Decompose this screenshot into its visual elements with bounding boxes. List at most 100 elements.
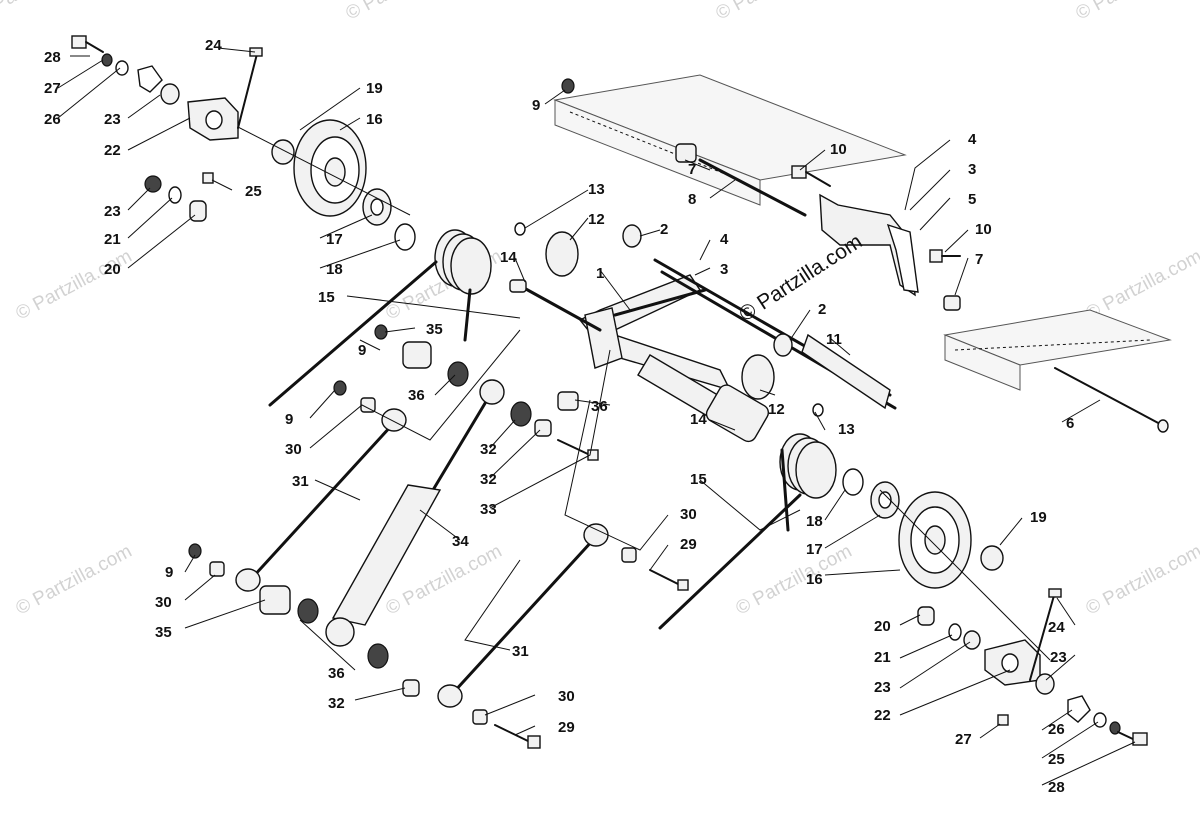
callout-28: 28 xyxy=(44,49,61,66)
watermark-text: © Partzilla.com xyxy=(712,0,835,24)
callout-35: 35 xyxy=(426,321,443,338)
watermark-text: © Partzilla.com xyxy=(1082,541,1200,620)
callout-8: 8 xyxy=(688,191,696,208)
callout-1: 1 xyxy=(596,265,604,282)
callout-31: 31 xyxy=(512,643,529,660)
link-rod-upper xyxy=(235,408,407,592)
callout-22: 22 xyxy=(104,142,121,159)
spacer-32-mid xyxy=(534,419,552,437)
watermark-text: © Partzilla.com xyxy=(732,541,855,620)
axle-tube xyxy=(637,354,770,443)
nut-9-c xyxy=(188,543,202,559)
callout-4: 4 xyxy=(720,231,729,248)
callout-3: 3 xyxy=(968,161,976,178)
circlip-18-left xyxy=(394,223,416,251)
callout-26: 26 xyxy=(44,111,61,128)
adjuster-block-left xyxy=(187,47,263,184)
bushing-36-b xyxy=(510,401,532,427)
callout-13: 13 xyxy=(838,421,855,438)
callout-18: 18 xyxy=(806,513,823,530)
bushing-lower xyxy=(741,354,775,400)
callout-23: 23 xyxy=(104,111,121,128)
circlip-18-right xyxy=(842,468,864,496)
callout-13: 13 xyxy=(588,181,605,198)
callout-3: 3 xyxy=(720,261,728,278)
callout-12: 12 xyxy=(588,211,605,228)
callout-25: 25 xyxy=(1048,751,1065,768)
rear-arm-assembly xyxy=(578,274,732,392)
callout-2: 2 xyxy=(660,221,668,238)
callout-11: 11 xyxy=(826,331,842,348)
nut-9-d xyxy=(561,78,575,94)
upper-slide-rail xyxy=(553,74,907,206)
shock-absorber xyxy=(325,379,505,647)
callout-4: 4 xyxy=(968,131,977,148)
leader-lines xyxy=(57,47,1136,786)
nut-9-b xyxy=(333,380,347,396)
callout-12: 12 xyxy=(768,401,785,418)
callout-7: 7 xyxy=(975,251,983,268)
callout-10: 10 xyxy=(975,221,992,238)
washer-13-lower xyxy=(812,403,824,417)
torsion-spring-right xyxy=(658,433,837,630)
shaft-11 xyxy=(801,333,891,410)
callout-35: 35 xyxy=(155,624,172,641)
bracket-bolt-upper xyxy=(791,165,831,187)
callout-30: 30 xyxy=(680,506,697,523)
callout-5: 5 xyxy=(968,191,976,208)
spacer-35-lower xyxy=(259,585,291,615)
callout-14: 14 xyxy=(500,249,517,266)
bolt-29-lower xyxy=(494,724,541,749)
callout-36: 36 xyxy=(408,387,425,404)
watermark-text: © Partzilla.com xyxy=(12,246,135,325)
callout-21: 21 xyxy=(874,649,891,666)
spacer-30-c xyxy=(621,547,637,563)
callout-9: 9 xyxy=(532,97,540,114)
callout-16: 16 xyxy=(806,571,823,588)
callout-30: 30 xyxy=(285,441,302,458)
callout-32: 32 xyxy=(328,695,345,712)
callout-20: 20 xyxy=(874,618,891,635)
spacer-32-top xyxy=(557,391,579,411)
torsion-spring-left xyxy=(268,229,492,407)
hardware-right-bottom xyxy=(917,606,1148,746)
callout-26: 26 xyxy=(1048,721,1065,738)
callout-17: 17 xyxy=(326,231,343,248)
callout-2: 2 xyxy=(818,301,826,318)
bushing-2-lower xyxy=(773,333,793,357)
long-bolt xyxy=(1054,367,1169,433)
callout-19: 19 xyxy=(1030,509,1047,526)
spacer-35-upper xyxy=(402,341,432,369)
callout-24: 24 xyxy=(205,37,222,54)
callout-23: 23 xyxy=(874,679,891,696)
callout-9: 9 xyxy=(285,411,293,428)
callout-20: 20 xyxy=(104,261,121,278)
callout-24: 24 xyxy=(1048,619,1065,636)
bolt-33 xyxy=(557,439,599,461)
callout-32: 32 xyxy=(480,441,497,458)
watermark-text: © Partzilla.com xyxy=(342,0,465,24)
lower-slide-rail xyxy=(943,309,1172,391)
spacer-30-a xyxy=(360,397,376,413)
callout-9: 9 xyxy=(165,564,173,581)
callout-21: 21 xyxy=(104,231,121,248)
bushing-36-c xyxy=(297,598,319,624)
cross-shaft-left xyxy=(509,279,602,332)
wheel-spacer-right xyxy=(980,545,1004,571)
callout-27: 27 xyxy=(44,80,61,97)
callout-10: 10 xyxy=(830,141,847,158)
callout-18: 18 xyxy=(326,261,343,278)
callout-23: 23 xyxy=(104,203,121,220)
wheel-spacer-left xyxy=(271,139,295,165)
callout-23: 23 xyxy=(1050,649,1067,666)
callout-16: 16 xyxy=(366,111,383,128)
mounting-bracket xyxy=(819,193,919,297)
bushing-2-upper xyxy=(622,224,642,248)
link-rod-lower xyxy=(437,523,609,708)
callout-22: 22 xyxy=(874,707,891,724)
adjuster-block-right xyxy=(984,588,1062,726)
spacer-32-low xyxy=(402,679,420,697)
callout-28: 28 xyxy=(1048,779,1065,796)
